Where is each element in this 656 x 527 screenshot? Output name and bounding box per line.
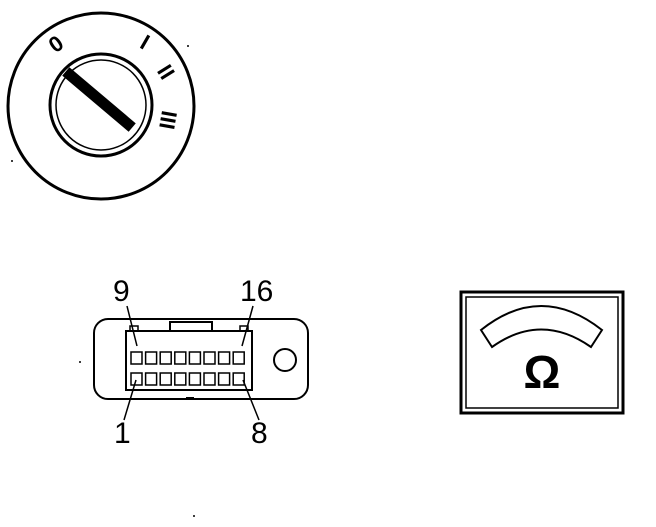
pin-cavity-bottom-6 — [203, 372, 216, 386]
pin-cavity-bottom-3 — [159, 372, 172, 386]
pin-cavity-bottom-8 — [232, 372, 245, 386]
connector-latch — [169, 321, 213, 331]
connector-mounting-hole — [273, 348, 297, 372]
ignition-position-i: I — [136, 30, 154, 55]
pin-label-8: 8 — [251, 417, 268, 450]
ignition-position-ii-label: II — [152, 60, 180, 84]
scan-speck — [79, 361, 81, 363]
ignition-switch-outer-ring — [6, 11, 196, 201]
pin-label-9: 9 — [113, 275, 130, 308]
ohmmeter-frame-inner — [465, 296, 619, 409]
leader-line-pin-1 — [123, 379, 137, 421]
ignition-switch-lock-cylinder-inner — [55, 59, 147, 151]
pin-cavity-top-7 — [217, 351, 231, 365]
ignition-position-iii-label: III — [154, 109, 182, 131]
pin-cavity-bottom-2 — [144, 372, 158, 386]
pin-label-16: 16 — [240, 275, 273, 308]
ignition-position-i-label: I — [136, 30, 154, 55]
ohmmeter-frame-outer — [459, 290, 625, 415]
leader-line-pin-8 — [242, 379, 260, 421]
pin-cavity-top-4 — [174, 351, 187, 365]
pin-cavity-bottom-7 — [217, 372, 231, 386]
pin-cavity-top-1 — [130, 351, 143, 365]
ignition-key-slot — [62, 67, 136, 132]
connector-corner-tab-left — [129, 325, 139, 332]
pin-cavity-top-8 — [232, 351, 245, 365]
pin-cavity-bottom-1 — [130, 372, 143, 386]
connector-bottom-key — [186, 397, 194, 400]
ohmmeter-icon: Ω — [459, 290, 625, 415]
pin-cavity-bottom-5 — [188, 372, 202, 386]
ignition-switch-lock-cylinder — [48, 52, 154, 158]
scan-speck — [187, 45, 189, 47]
ignition-position-0: 0 — [44, 30, 68, 58]
ohm-symbol: Ω — [524, 346, 561, 398]
connector-corner-tab-right — [239, 325, 249, 332]
scan-speck — [193, 515, 195, 517]
leader-line-pin-16 — [241, 305, 254, 347]
ignition-position-iii: III — [154, 109, 182, 131]
pin-label-1: 1 — [114, 417, 131, 450]
pin-cavity-top-6 — [203, 351, 216, 365]
scan-speck — [11, 160, 13, 162]
connector-diagram: 9 16 1 8 — [93, 275, 309, 450]
ignition-position-0-label: 0 — [44, 30, 68, 58]
pin-cavity-bottom-4 — [174, 372, 187, 386]
ignition-position-ii: II — [152, 60, 180, 84]
pin-cavity-top-5 — [188, 351, 202, 365]
connector-pins — [130, 351, 245, 386]
pin-cavity-top-3 — [159, 351, 172, 365]
connector-housing — [93, 318, 309, 400]
ohmmeter-scale-arc — [479, 305, 604, 349]
pin-cavity-top-2 — [144, 351, 158, 365]
leader-line-pin-9 — [126, 305, 138, 347]
ignition-switch-icon: 0 I II III — [6, 11, 196, 201]
